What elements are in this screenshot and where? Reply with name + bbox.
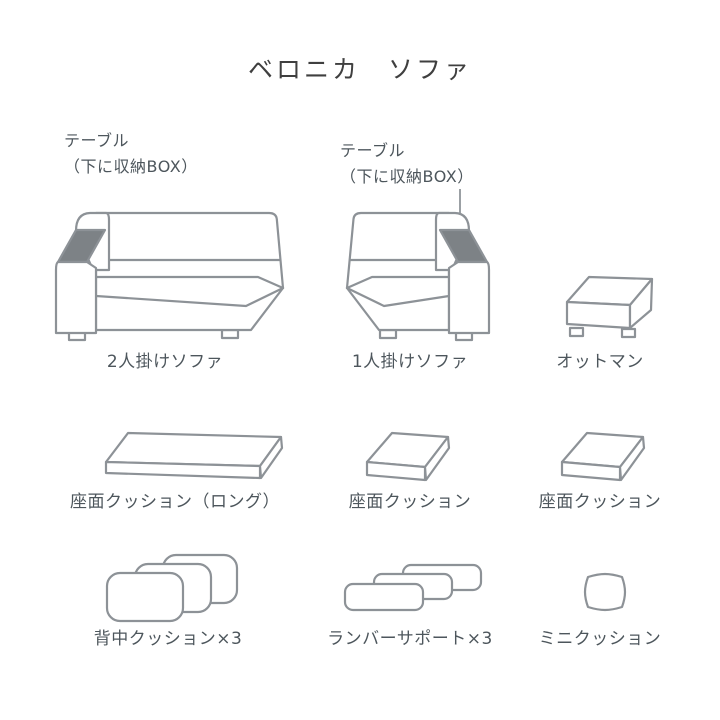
label-back-cushions: 背中クッション×3 <box>93 629 243 649</box>
lumbar-supports-figure <box>343 563 483 612</box>
label-seat-cushion-right: 座面クッション <box>538 492 662 512</box>
label-ottoman: オットマン <box>556 352 644 372</box>
ottoman-figure <box>565 275 654 339</box>
table-note-one-seater-line2: （下に収納BOX） <box>340 167 474 187</box>
label-lumbar-supports: ランバーサポート×3 <box>327 629 493 649</box>
table-note-two-seater: テーブル （下に収納BOX） <box>64 128 198 181</box>
label-mini-cushion: ミニクッション <box>538 629 662 649</box>
label-seat-cushion-center: 座面クッション <box>348 492 472 512</box>
one-seater-sofa-figure <box>345 211 491 342</box>
table-note-one-seater-line1: テーブル <box>340 141 406 160</box>
page-title: ベロニカ ソファ <box>247 55 472 84</box>
seat-cushion-long-figure <box>104 431 284 480</box>
label-seat-cushion-long: 座面クッション（ロング） <box>70 492 280 512</box>
back-cushions-figure <box>105 553 239 623</box>
label-one-seater-sofa: 1人掛けソファ <box>351 352 469 372</box>
seat-cushion-center-figure <box>365 431 451 482</box>
table-note-one-seater: テーブル （下に収納BOX） <box>340 138 474 191</box>
two-seater-sofa-figure <box>54 211 285 342</box>
seat-cushion-right-figure <box>560 431 646 482</box>
table-note-two-seater-line2: （下に収納BOX） <box>64 157 198 177</box>
table-note-two-seater-line1: テーブル <box>64 131 130 150</box>
label-two-seater-sofa: 2人掛けソファ <box>106 352 224 372</box>
mini-cushion-figure <box>583 572 627 612</box>
